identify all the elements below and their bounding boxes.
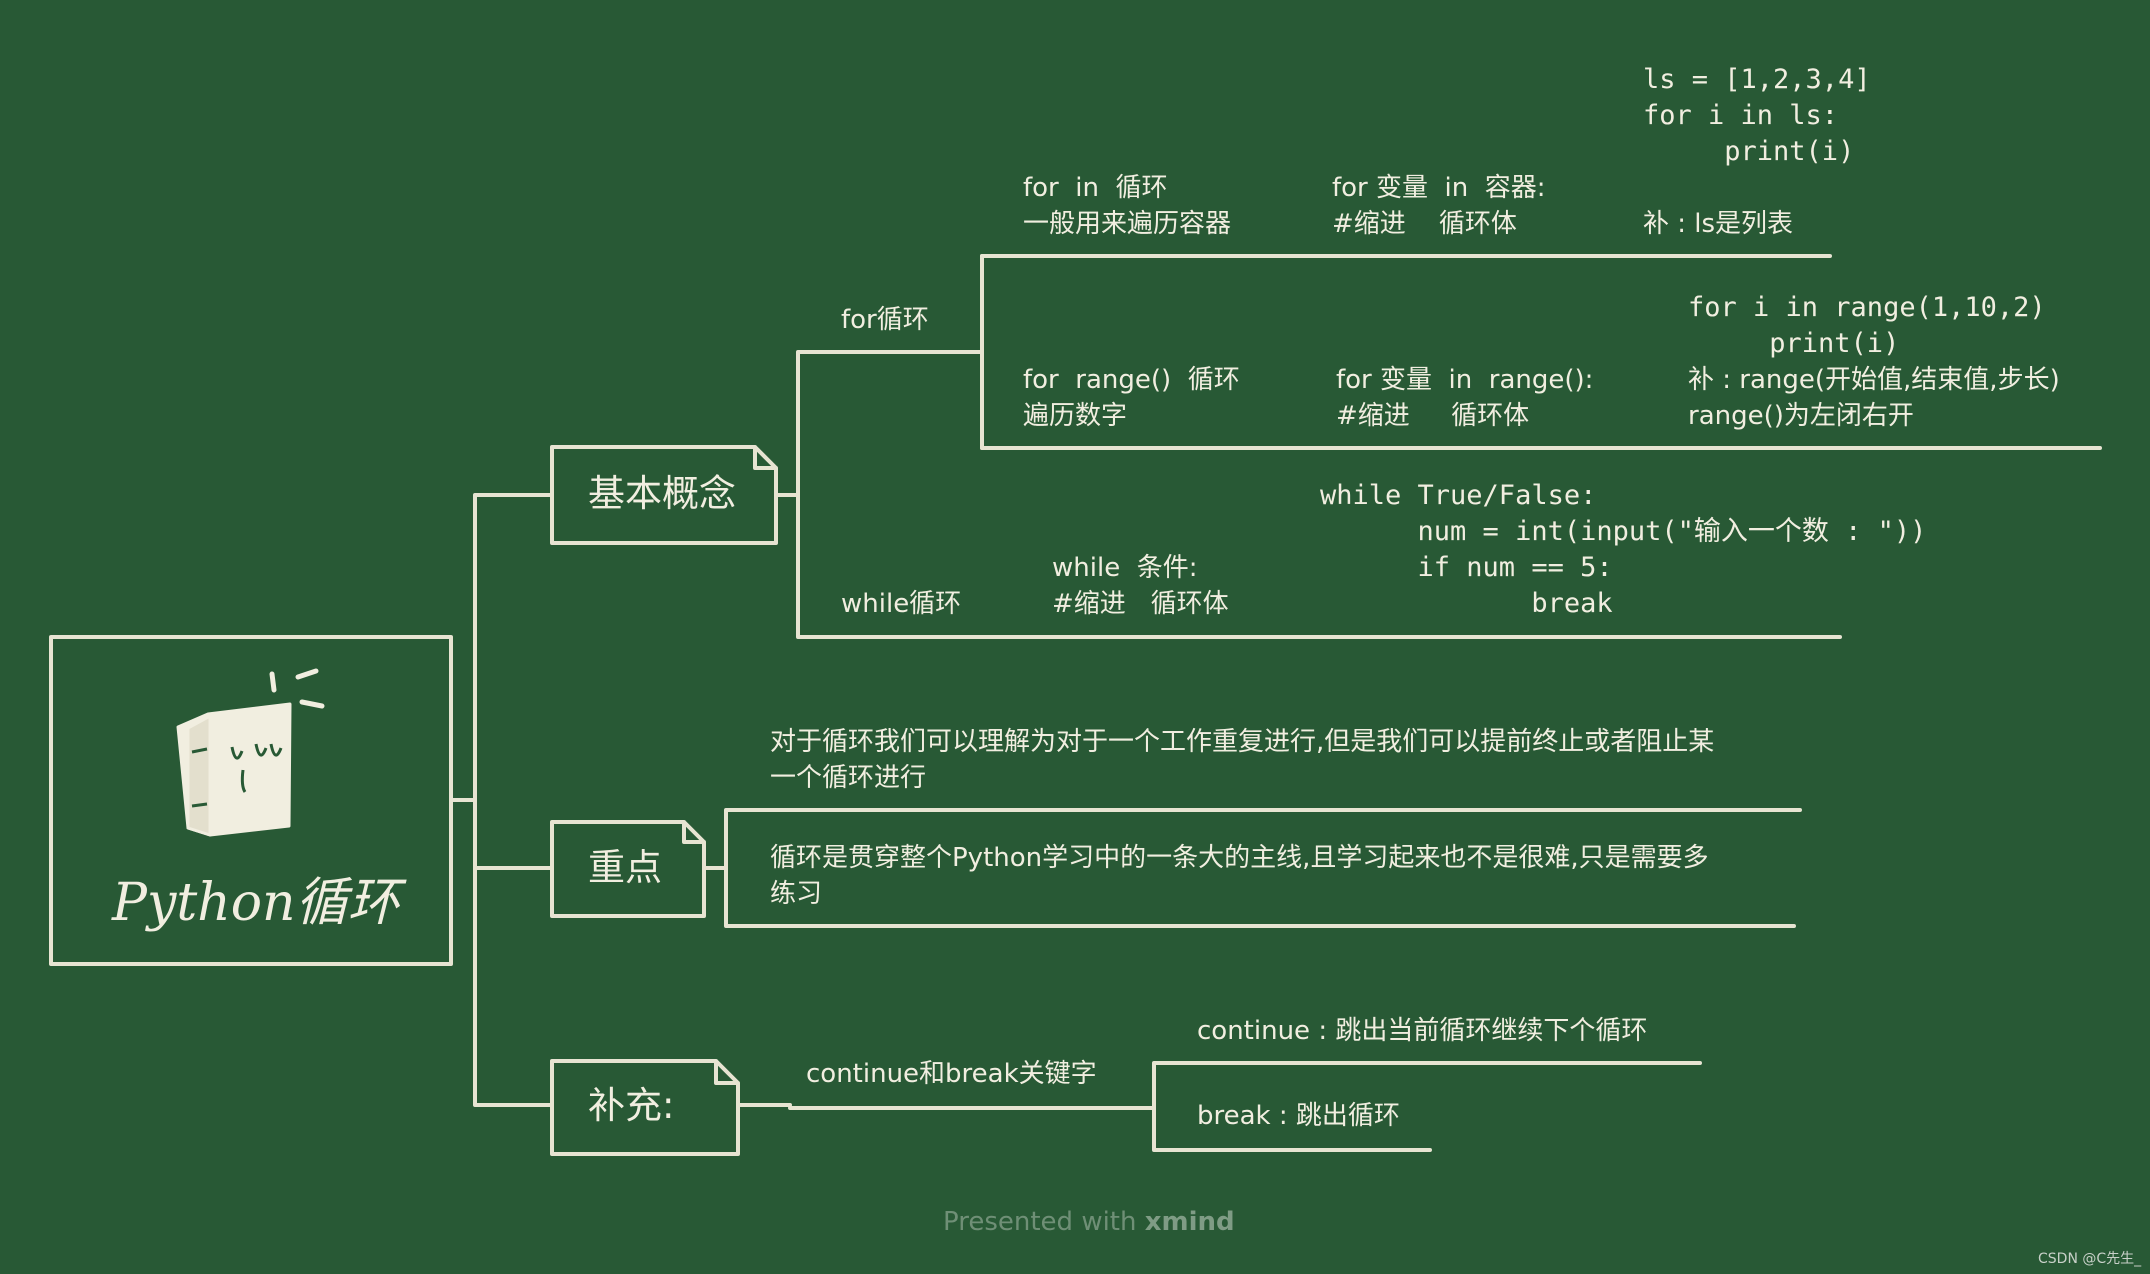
for-range-title[interactable]: for range() 循环	[1023, 365, 1240, 395]
for-in-example-code[interactable]: ls = [1,2,3,4] for i in ls: print(i)	[1643, 64, 1871, 167]
for-in-desc: 一般用来遍历容器	[1023, 209, 1232, 239]
supplement-branch	[736, 1061, 1702, 1152]
for-range-syntax-line2: #缩进 循环体	[1336, 401, 1530, 431]
key-frame	[550, 820, 706, 918]
key-branch	[702, 808, 1802, 928]
while-loop-label[interactable]: while循环	[841, 589, 962, 619]
break-desc[interactable]: break : 跳出循环	[1197, 1101, 1400, 1131]
book-icon	[176, 702, 292, 837]
csdn-watermark: CSDN @C先生_	[2038, 1251, 2142, 1267]
root-title[interactable]: Python循环	[112, 873, 400, 933]
key-point-1[interactable]: 对于循环我们可以理解为对于一个工作重复进行,但是我们可以提前终止或者阻止某 一个…	[770, 727, 1715, 793]
keywords-label[interactable]: continue和break关键字	[806, 1059, 1097, 1089]
key-point-2[interactable]: 循环是贯穿整个Python学习中的一条大的主线,且学习起来也不是很难,只是需要多…	[770, 843, 1709, 909]
for-range-example-code[interactable]: for i in range(1,10,2) print(i)	[1688, 292, 2046, 359]
footer-credit: Presented with xmind	[943, 1207, 1235, 1237]
while-example-code[interactable]: while True/False: num = int(input("输入一个数…	[1320, 480, 1927, 619]
for-in-note: 补 : ls是列表	[1643, 209, 1794, 239]
basic-branch	[774, 350, 824, 639]
root-trunk	[449, 493, 554, 1107]
continue-desc[interactable]: continue : 跳出当前循环继续下个循环	[1197, 1016, 1648, 1046]
for-loop-underline	[820, 254, 984, 450]
footer-prefix: Presented with	[943, 1207, 1145, 1237]
supplement-frame	[550, 1059, 740, 1156]
topic-basic-concepts[interactable]: 基本概念	[588, 472, 736, 515]
idea-spark-icon	[269, 668, 325, 709]
topic-key-points[interactable]: 重点	[588, 846, 662, 889]
while-syntax-line2: #缩进 循环体	[1052, 589, 1229, 619]
xmind-logo: xmind	[1144, 1207, 1235, 1237]
for-range-desc: 遍历数字	[1023, 401, 1128, 431]
for-in-syntax-line1[interactable]: for 变量 in 容器:	[1332, 173, 1546, 203]
for-range-syntax-line1[interactable]: for 变量 in range():	[1336, 365, 1594, 395]
basic-frame	[550, 445, 778, 545]
for-range-note-line1: 补 : range(开始值,结束值,步长)	[1688, 365, 2060, 395]
for-in-syntax-line2: #缩进 循环体	[1332, 209, 1517, 239]
for-loop-label[interactable]: for循环	[841, 305, 929, 335]
for-range-note-line2: range()为左闭右开	[1688, 401, 1914, 431]
for-in-title[interactable]: for in 循环	[1023, 173, 1168, 203]
while-syntax-line1[interactable]: while 条件:	[1052, 553, 1198, 583]
topic-supplement[interactable]: 补充:	[588, 1084, 675, 1127]
